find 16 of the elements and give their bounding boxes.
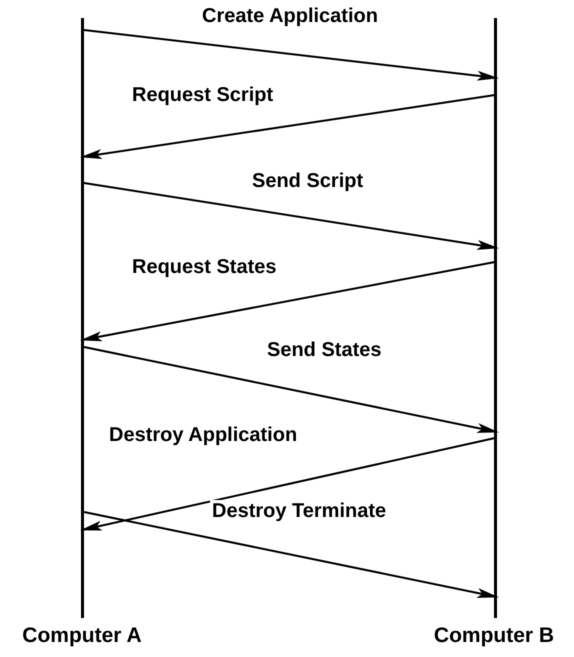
lifeline xyxy=(494,18,497,618)
arrow xyxy=(80,261,496,342)
edge-label: Send Script xyxy=(250,170,366,193)
lifeline-label: Computer B xyxy=(434,624,554,648)
lifeline xyxy=(81,18,84,618)
edge-label: Request Script xyxy=(130,84,276,107)
arrow xyxy=(80,94,496,159)
edge-label: Destroy Terminate xyxy=(210,500,388,523)
arrow xyxy=(84,29,499,81)
arrow xyxy=(84,511,499,598)
arrow xyxy=(84,346,499,433)
arrow xyxy=(80,437,496,531)
edge-label: Create Application xyxy=(200,5,380,28)
lifeline-label: Computer A xyxy=(22,624,142,648)
edge-label: Request States xyxy=(130,256,278,279)
arrow xyxy=(84,182,499,250)
